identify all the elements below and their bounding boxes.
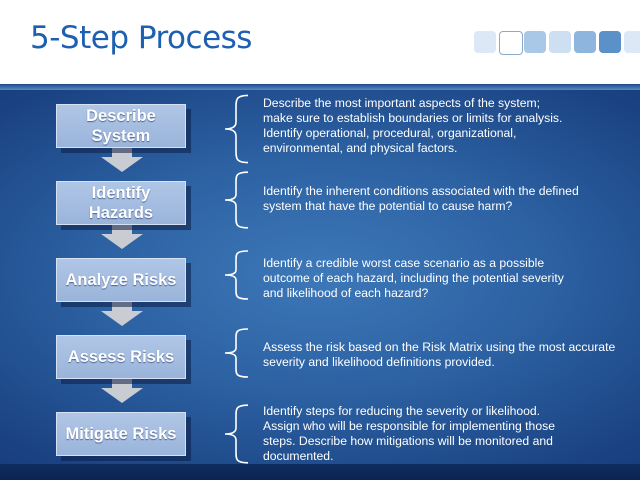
decorative-tile bbox=[599, 31, 621, 53]
decorative-tile bbox=[474, 31, 496, 53]
step-description-assess-risks: Assess the risk based on the Risk Matrix… bbox=[263, 340, 635, 370]
step-label: Analyze Risks bbox=[65, 271, 177, 289]
step-description-analyze-risks: Identify a credible worst case scenario … bbox=[263, 256, 635, 301]
step-box-identify-hazards: Identify Hazards bbox=[56, 181, 186, 225]
down-arrow-icon bbox=[101, 148, 143, 172]
down-arrow-icon bbox=[101, 379, 143, 403]
description-line: severity and likelihood definitions prov… bbox=[263, 355, 495, 369]
step-label: Mitigate Risks bbox=[65, 425, 177, 443]
slide-header: 5-Step Process bbox=[0, 0, 640, 84]
step-description-identify-hazards: Identify the inherent conditions associa… bbox=[263, 184, 635, 214]
slide-title: 5-Step Process bbox=[30, 20, 252, 56]
process-panel: Describe System Describe the most import… bbox=[0, 84, 640, 480]
description-line: Identify the inherent conditions associa… bbox=[263, 184, 579, 198]
decorative-tile bbox=[574, 31, 596, 53]
down-arrow-icon bbox=[101, 302, 143, 326]
step-box-analyze-risks: Analyze Risks bbox=[56, 258, 186, 302]
step-box-describe-system: Describe System bbox=[56, 104, 186, 148]
decorative-tile bbox=[524, 31, 546, 53]
description-line: Identify steps for reducing the severity… bbox=[263, 404, 541, 418]
brace-icon bbox=[222, 171, 252, 229]
brace-icon bbox=[222, 250, 252, 300]
step-description-describe-system: Describe the most important aspects of t… bbox=[263, 96, 635, 156]
description-line: system that have the potential to cause … bbox=[263, 199, 513, 213]
decorative-tiles bbox=[474, 31, 640, 55]
footer-band bbox=[0, 464, 640, 480]
brace-icon bbox=[222, 94, 252, 164]
brace-icon bbox=[222, 328, 252, 378]
description-line: Describe the most important aspects of t… bbox=[263, 96, 541, 110]
description-line: environmental, and physical factors. bbox=[263, 141, 458, 155]
divider bbox=[0, 84, 640, 90]
brace-icon bbox=[222, 404, 252, 464]
decorative-tile bbox=[549, 31, 571, 53]
description-line: make sure to establish boundaries or lim… bbox=[263, 111, 563, 125]
description-line: and likelihood of each hazard? bbox=[263, 286, 429, 300]
step-label: Assess Risks bbox=[67, 348, 175, 366]
decorative-tile bbox=[624, 31, 640, 53]
step-box-assess-risks: Assess Risks bbox=[56, 335, 186, 379]
down-arrow-icon bbox=[101, 225, 143, 249]
step-label: Describe System bbox=[86, 107, 156, 145]
description-line: Identify a credible worst case scenario … bbox=[263, 256, 545, 270]
description-line: documented. bbox=[263, 449, 334, 463]
description-line: outcome of each hazard, including the po… bbox=[263, 271, 564, 285]
step-label: Identify Hazards bbox=[88, 184, 154, 222]
decorative-tile bbox=[499, 31, 523, 55]
description-line: Identify operational, procedural, organi… bbox=[263, 126, 517, 140]
description-line: steps. Describe how mitigations will be … bbox=[263, 434, 553, 448]
step-box-mitigate-risks: Mitigate Risks bbox=[56, 412, 186, 456]
description-line: Assess the risk based on the Risk Matrix… bbox=[263, 340, 616, 354]
description-line: Assign who will be responsible for imple… bbox=[263, 419, 555, 433]
step-description-mitigate-risks: Identify steps for reducing the severity… bbox=[263, 404, 635, 464]
